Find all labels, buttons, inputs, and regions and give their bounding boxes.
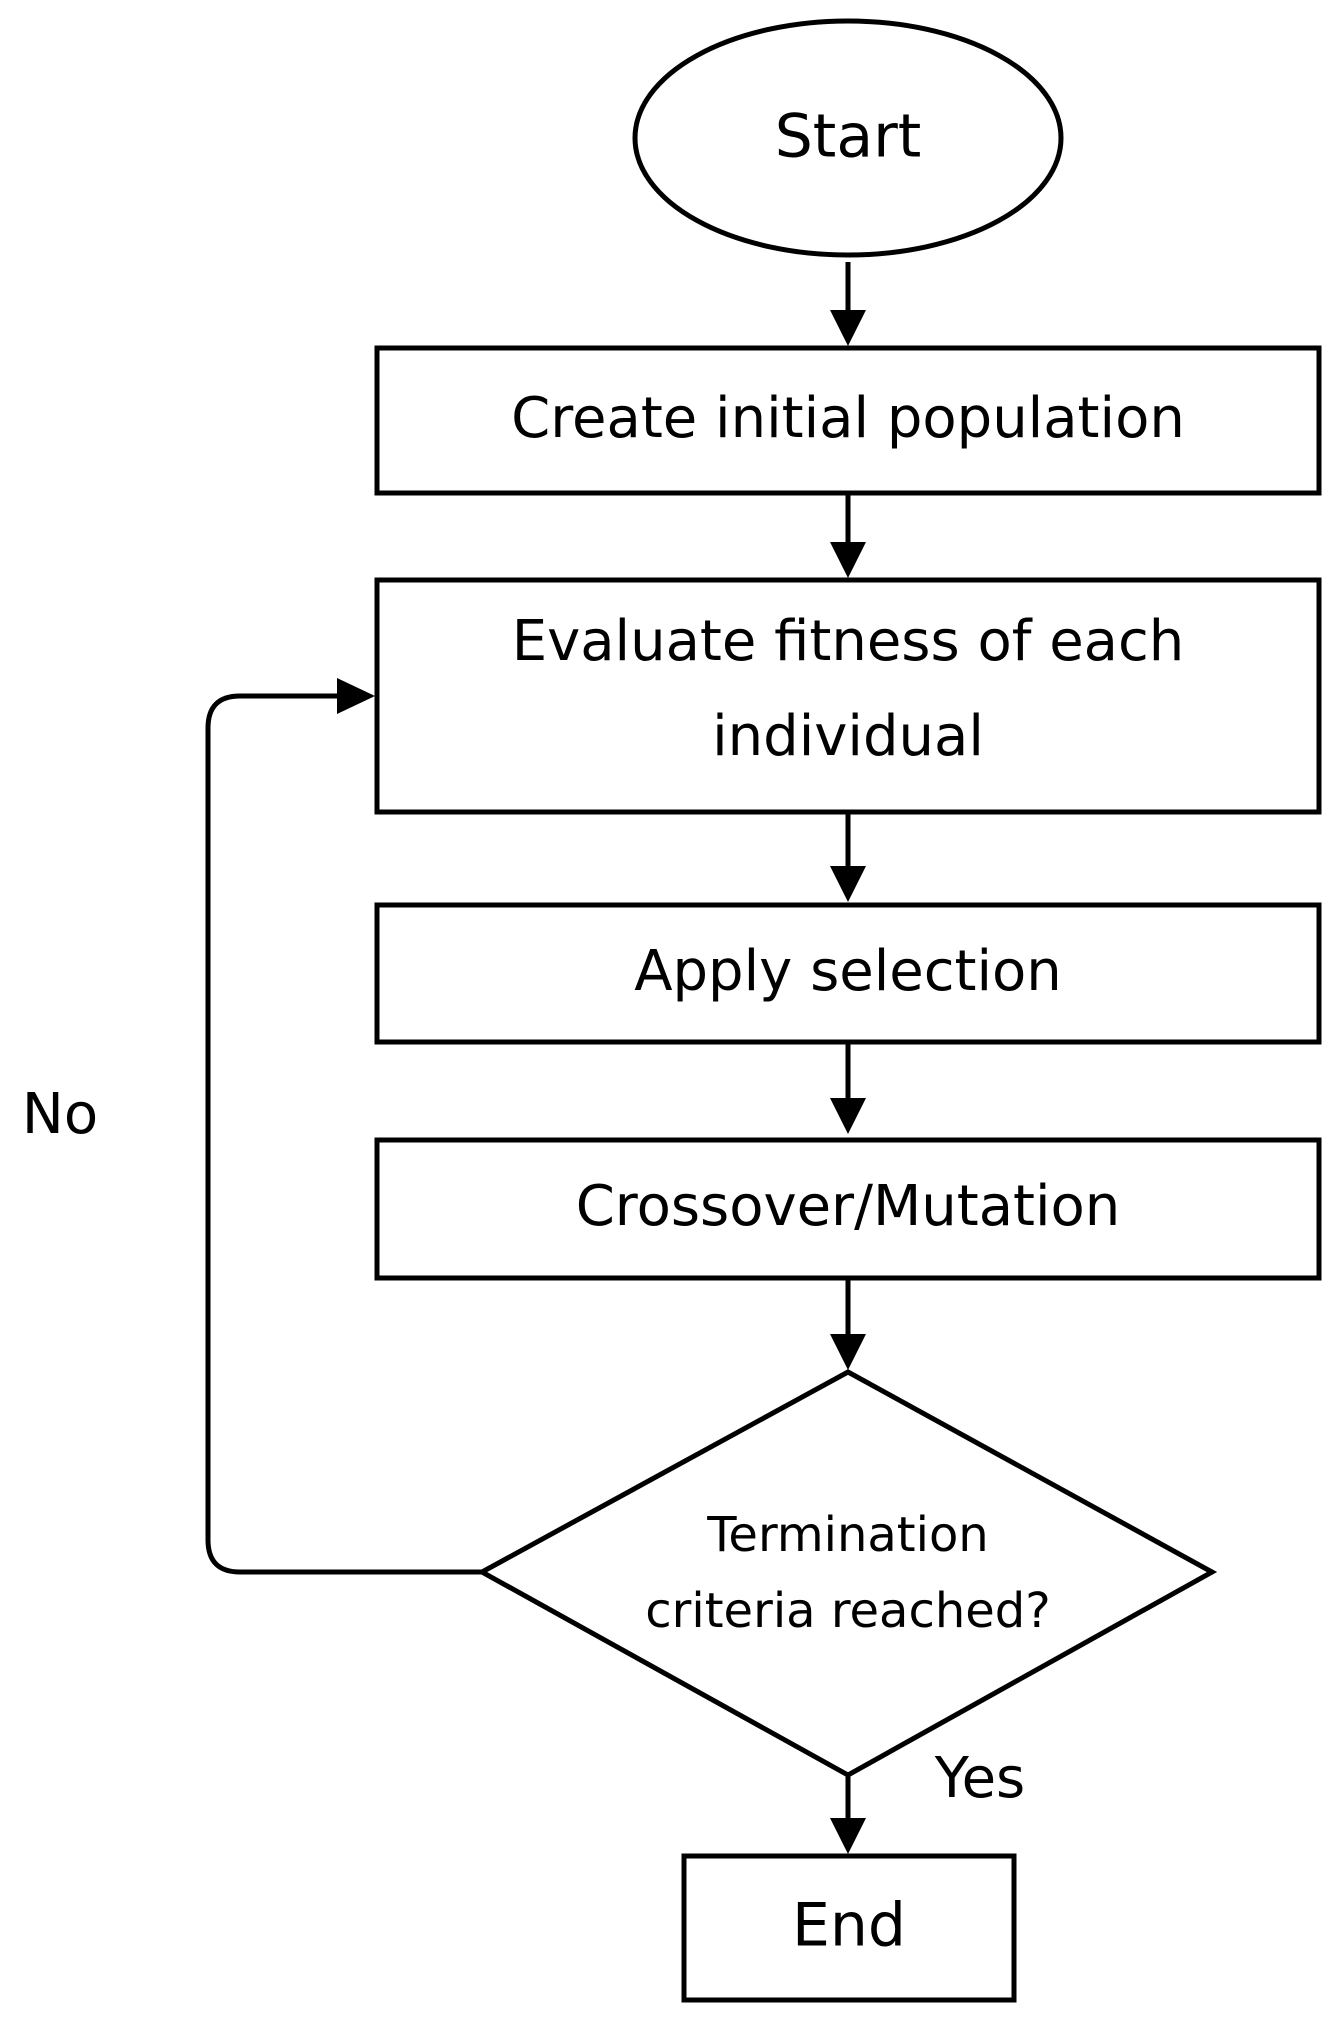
apply-selection-box	[374, 902, 1322, 1045]
end-box	[681, 1853, 1017, 2003]
apply-selection-node: Apply selection	[374, 902, 1322, 1045]
no-branch-label: No	[22, 1082, 98, 1147]
apply-selection-label: Apply selection	[634, 939, 1062, 1004]
termination-diamond	[476, 1369, 1218, 1778]
create-population-label: Create initial population	[511, 386, 1185, 451]
start-node: Start	[632, 18, 1064, 258]
start-ellipse	[632, 18, 1064, 258]
arrowhead-selection-to-crossover	[830, 1098, 866, 1134]
end-label: End	[792, 1891, 906, 1961]
no-loop-connector	[205, 693, 482, 1575]
create-population-node: Create initial population	[374, 345, 1322, 496]
crossover-mutation-node: Crossover/Mutation	[374, 1137, 1322, 1281]
end-node: End	[681, 1853, 1017, 2003]
evaluate-fitness-box	[374, 577, 1322, 815]
arrowhead-no-loop	[337, 678, 375, 714]
termination-label-line1: Termination	[706, 1507, 988, 1563]
termination-decision-node: Termination criteria reached?	[476, 1369, 1218, 1778]
arrowhead-termination-to-end	[830, 1818, 866, 1854]
crossover-mutation-label: Crossover/Mutation	[576, 1174, 1121, 1239]
evaluate-fitness-label-line1: Evaluate fitness of each	[512, 609, 1185, 674]
arrowhead-evaluate-to-selection	[830, 866, 866, 902]
create-population-box	[374, 345, 1322, 496]
crossover-mutation-box	[374, 1137, 1322, 1281]
arrowhead-start-to-create	[830, 310, 866, 346]
evaluate-fitness-label-line2: individual	[712, 704, 984, 769]
arrowhead-create-to-evaluate	[830, 542, 866, 578]
arrowhead-crossover-to-termination	[830, 1334, 866, 1370]
evaluate-fitness-node: Evaluate fitness of each individual	[374, 577, 1322, 815]
termination-label-line2: criteria reached?	[645, 1583, 1050, 1639]
start-label: Start	[775, 102, 922, 172]
yes-branch-label: Yes	[934, 1746, 1025, 1811]
